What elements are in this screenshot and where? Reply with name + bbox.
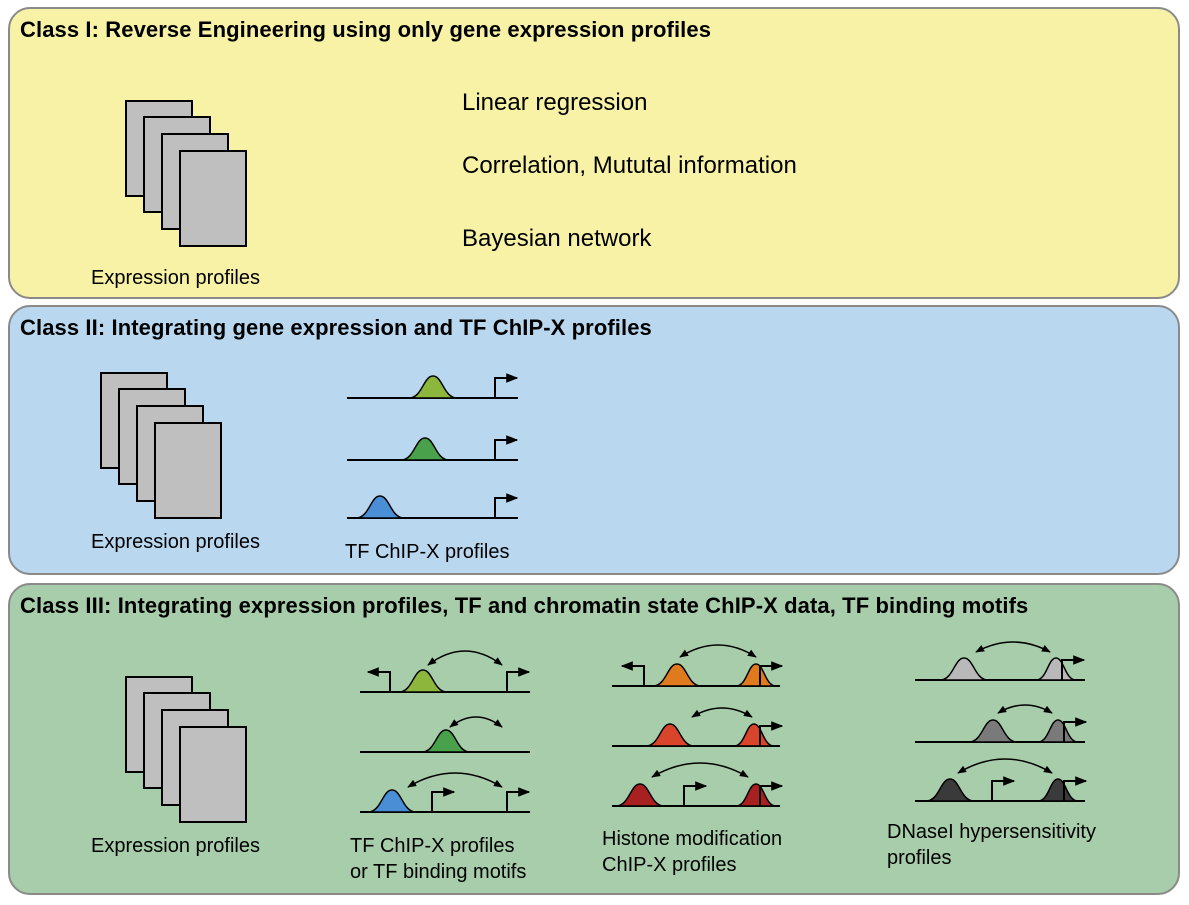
binding-peak-icon [421,729,471,753]
promoter-arrow-icon [431,787,456,812]
promoter-arrow-icon [494,493,519,518]
binding-peak-icon [398,669,448,693]
double-arrow-icon [651,762,749,778]
double-arrow-icon [407,772,503,788]
promoter-arrow-icon [759,721,784,746]
binding-peak-icon [735,783,777,807]
class3-dnase-label-1: DNaseI hypersensitivity [887,821,1096,843]
class3-histone-label-2: ChIP-X profiles [602,854,737,876]
binding-peak-icon [733,723,775,747]
class3-tf-label-1: TF ChIP-X profiles [350,835,515,857]
binding-peak-icon [735,663,777,687]
double-arrow-icon [957,758,1053,774]
promoter-arrow-icon [1063,776,1088,801]
binding-peak-icon [400,437,450,461]
binding-peak-icon [925,778,975,802]
binding-peak-icon [652,663,702,687]
double-arrow-icon [691,707,753,718]
double-arrow-icon [679,644,757,658]
promoter-arrow-icon [494,435,519,460]
class1-title: Class I: Reverse Engineering using only … [20,17,712,42]
promoter-arrow-icon [759,661,784,686]
promoter-arrow-icon [759,781,784,806]
class2-panel: Class II: Integrating gene expression an… [8,305,1180,575]
promoter-arrow-icon [1061,655,1086,680]
double-arrow-icon [449,716,503,728]
promoter-arrow-icon [506,667,531,692]
binding-peak-icon [355,495,405,519]
document-stack-icon [154,422,222,519]
method-bayesian: Bayesian network [462,225,652,252]
double-arrow-icon [975,641,1051,653]
double-arrow-icon [427,650,503,666]
class3-histone-label-1: Histone modification [602,828,783,850]
class2-expression-label: Expression profiles [91,531,260,553]
binding-peak-icon [408,375,458,399]
binding-peak-icon [615,783,665,807]
binding-peak-icon [1037,719,1079,743]
binding-peak-icon [645,723,695,747]
class1-expression-label: Expression profiles [91,267,260,289]
class2-title: Class II: Integrating gene expression an… [20,315,652,340]
binding-peak-icon [968,719,1018,743]
class3-dnase-label-2: profiles [887,847,952,869]
class3-tf-label-2: or TF binding motifs [350,861,527,883]
binding-peak-icon [1037,778,1079,802]
promoter-arrow-icon [506,787,531,812]
binding-peak-icon [367,789,417,813]
promoter-arrow-icon [1063,717,1088,742]
promoter-arrow-icon [494,373,519,398]
promoter-arrow-icon [683,781,708,806]
method-correlation: Correlation, Mututal information [462,152,797,179]
class2-tf-label: TF ChIP-X profiles [345,541,510,563]
promoter-arrow-icon [366,667,391,692]
double-arrow-icon [997,704,1053,714]
document-stack-icon [179,150,247,247]
binding-peak-icon [939,657,989,681]
promoter-arrow-icon [620,661,645,686]
method-linear-regression: Linear regression [462,89,648,116]
class3-expression-label: Expression profiles [91,835,260,857]
binding-peak-icon [1035,657,1077,681]
promoter-arrow-icon [991,776,1016,801]
class3-title: Class III: Integrating expression profil… [20,593,1029,618]
document-stack-icon [179,726,247,823]
